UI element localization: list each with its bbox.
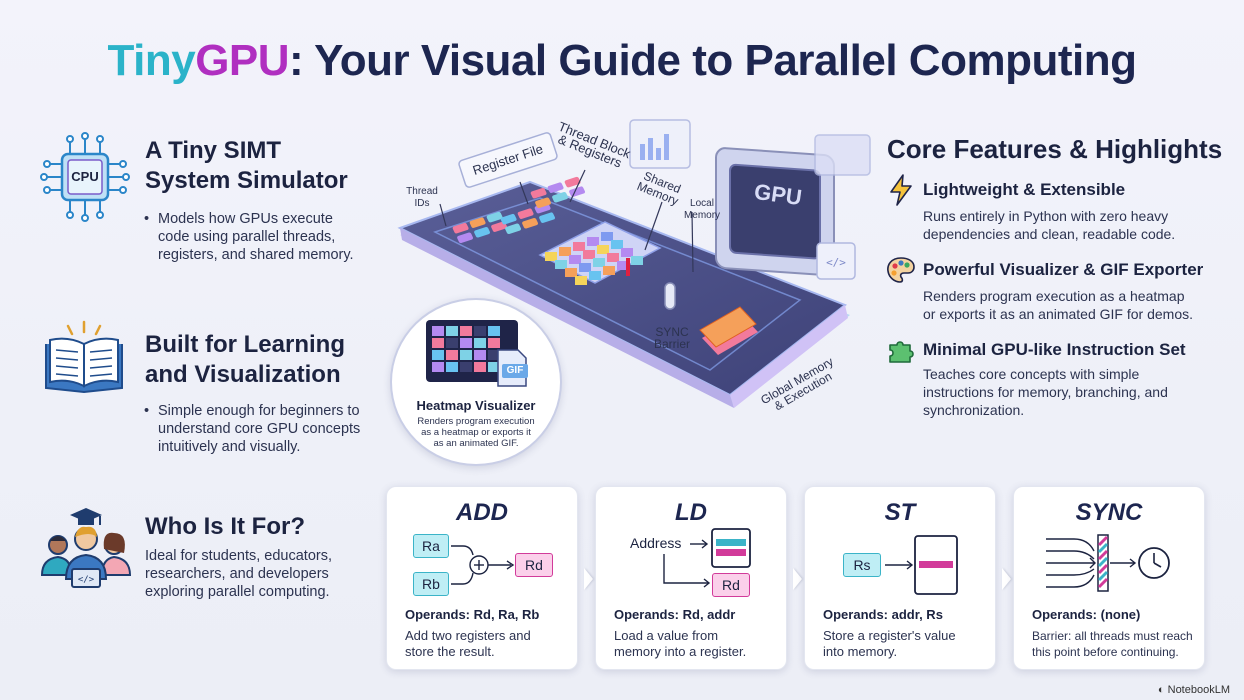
sync-barrier-icon	[1046, 534, 1170, 592]
open-book-icon	[40, 320, 128, 396]
st-card-title: ST	[884, 499, 916, 526]
learning-heading: Built for Learning and Visualization	[145, 331, 345, 388]
audience-heading: Who Is It For?	[145, 513, 305, 540]
palette-icon	[886, 256, 916, 284]
add-operands: Operands: Rd, Ra, Rb	[405, 607, 540, 622]
ld-reg-rd: Rd	[712, 573, 750, 597]
feature-3-desc: Teaches core concepts with simple instru…	[923, 366, 1168, 418]
ld-address-label: Address	[630, 535, 682, 551]
ld-desc: Load a value from memory into a register…	[614, 628, 747, 659]
lightning-icon	[888, 174, 914, 206]
sync-card-title: SYNC	[1075, 499, 1143, 526]
feature-2-desc: Renders program execution as a heatmap o…	[923, 288, 1194, 322]
st-reg-rs: Rs	[843, 553, 881, 577]
feature-3-title: Minimal GPU-like Instruction Set	[923, 340, 1186, 359]
title-tiny: Tiny	[107, 36, 196, 85]
add-flow-icon	[451, 545, 515, 585]
add-instruction-card: ADD Ra Rb Rd Operands: Rd, Ra, Rb Add tw…	[386, 486, 578, 670]
sync-barrier-label: SYNC Barrier	[653, 325, 690, 351]
add-reg-ra: Ra	[413, 534, 449, 558]
simt-bullet: • Models how GPUs execute code using par…	[144, 211, 354, 263]
local-memory-block	[699, 306, 758, 355]
ld-card-title: LD	[675, 499, 707, 526]
learning-bullet: • Simple enough for beginners to underst…	[144, 403, 361, 455]
chevron-right-icon	[1002, 568, 1011, 590]
add-reg-rd: Rd	[515, 553, 553, 577]
title-rest: : Your Visual Guide to Parallel Computin…	[289, 36, 1137, 85]
st-operands: Operands: addr, Rs	[823, 607, 943, 622]
heatmap-icon: GIF	[426, 320, 528, 390]
core-features-title: Core Features & Highlights	[887, 134, 1223, 164]
add-reg-rb: Rb	[413, 572, 449, 596]
notebooklm-logo-icon: ◐	[1157, 684, 1168, 696]
heatmap-visualizer-callout: GIF Heatmap Visualizer Renders program e…	[390, 298, 562, 466]
register-cells	[452, 176, 586, 243]
puzzle-icon	[887, 336, 915, 364]
cpu-icon: CPU	[40, 132, 130, 222]
page-title: TinyGPU: Your Visual Guide to Parallel C…	[0, 36, 1244, 86]
simt-heading: A Tiny SIMT System Simulator	[145, 137, 348, 194]
chevron-right-icon	[584, 568, 593, 590]
ld-operands: Operands: Rd, addr	[614, 607, 736, 622]
feature-1-title: Lightweight & Extensible	[923, 180, 1126, 199]
gif-label: GIF	[506, 365, 524, 376]
st-instruction-card: ST Rs Operands: addr, Rs Store a registe…	[804, 486, 996, 670]
heatmap-title: Heatmap Visualizer	[416, 398, 536, 413]
gpu-architecture-diagram: </> GPU Register File Thread Block & Reg…	[380, 100, 880, 480]
svg-text:</>: </>	[78, 575, 95, 585]
add-desc: Add two registers and store the result.	[405, 628, 531, 659]
ld-flow-icon	[663, 528, 751, 588]
sync-instruction-card: SYNC Operands: (none) Barrier: all threa…	[1013, 486, 1205, 670]
ld-instruction-card: LD Address Rd Operands: Rd, addr Load a …	[595, 486, 787, 670]
svg-text:</>: </>	[826, 256, 846, 269]
st-flow-icon	[885, 535, 958, 595]
thread-ids-label: Thread IDs	[406, 186, 438, 209]
audience-text: Ideal for students, educators, researche…	[145, 548, 332, 600]
st-desc: Store a register's value into memory.	[823, 628, 956, 659]
sync-operands: Operands: (none)	[1032, 607, 1141, 622]
local-memory-label: Local Memory	[683, 198, 721, 221]
feature-2-title: Powerful Visualizer & GIF Exporter	[923, 260, 1204, 279]
add-card-title: ADD	[456, 499, 508, 526]
people-icon: </>	[38, 505, 134, 595]
notebooklm-brand: ◐ NotebookLM	[1157, 684, 1230, 696]
heatmap-desc: Renders program execution as a heatmap o…	[417, 416, 535, 449]
title-gpu: GPU	[195, 36, 290, 85]
sync-desc: Barrier: all threads must reach this poi…	[1032, 629, 1193, 659]
shared-memory-block	[538, 221, 662, 285]
cpu-icon-label: CPU	[71, 169, 99, 184]
chevron-right-icon	[793, 568, 802, 590]
feature-1-desc: Runs entirely in Python with zero heavy …	[923, 208, 1176, 242]
gpu-chip	[715, 147, 835, 277]
